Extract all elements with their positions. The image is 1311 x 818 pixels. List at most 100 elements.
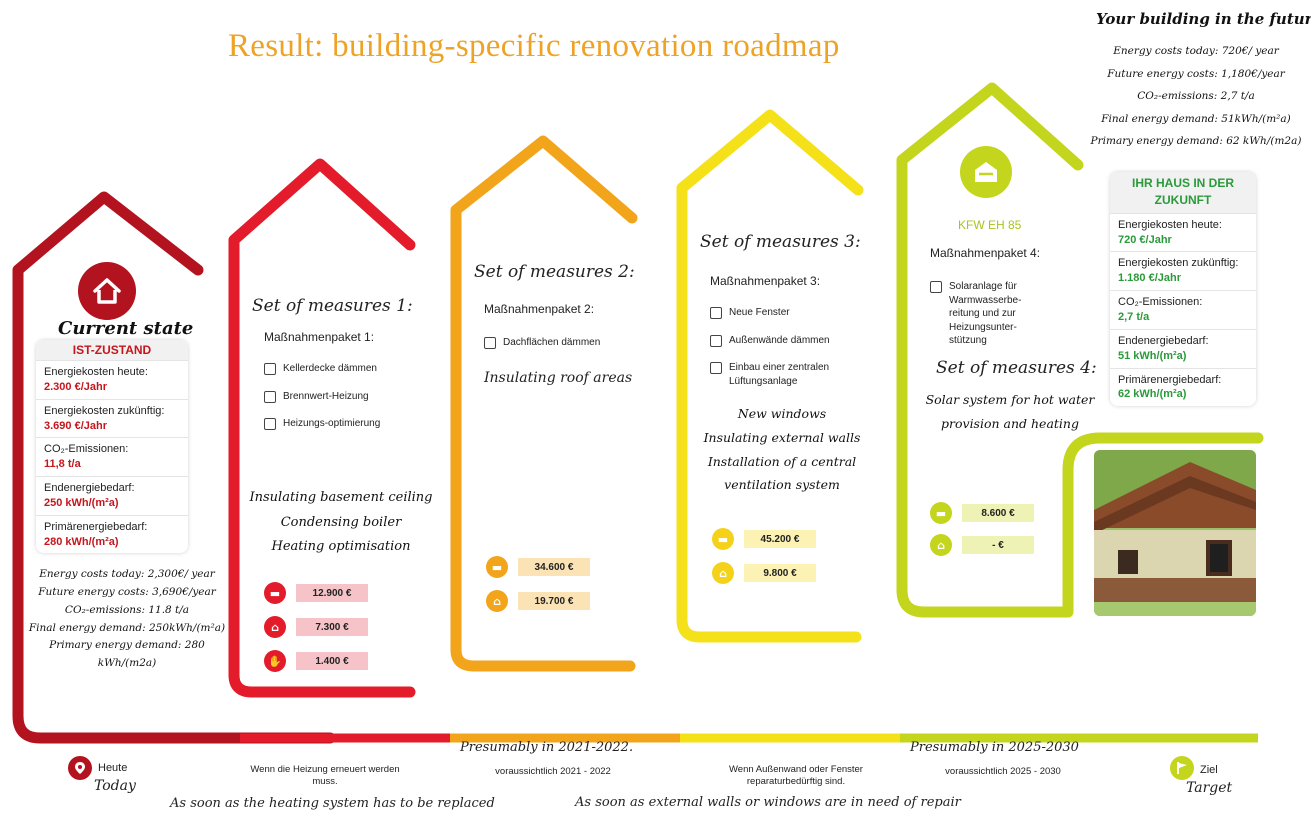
- card-row: CO₂-Emissionen:11,8 t/a: [36, 437, 188, 476]
- set1-heading: Set of measures 1:: [252, 296, 413, 316]
- step4-label: voraussichtlich 2025 - 2030: [945, 766, 1061, 777]
- row-label: Primärenergiebedarf:: [44, 520, 148, 533]
- checkbox[interactable]: [710, 307, 722, 319]
- checkbox[interactable]: [264, 418, 276, 430]
- house-subsidy-icon: ⌂: [930, 534, 952, 556]
- checkbox[interactable]: [484, 337, 496, 349]
- card-row: Primärenergiebedarf:62 kWh/(m²a): [1110, 367, 1256, 407]
- note-line: Final energy demand: 51kWh/(m²a): [1101, 112, 1291, 125]
- checklist-item[interactable]: Dachflächen dämmen: [484, 336, 624, 350]
- note-line: provision and heating: [941, 415, 1079, 431]
- checklist-item[interactable]: Kellerdecke dämmen: [264, 362, 384, 376]
- house-subsidy-icon: ⌂: [712, 562, 734, 584]
- cost-row: ✋1.400 €: [264, 650, 368, 672]
- card-title: IST-ZUSTAND: [36, 340, 188, 360]
- checklist-item[interactable]: Solaranlage für Warmwasserbe-reitung und…: [930, 280, 1062, 348]
- checkbox[interactable]: [264, 363, 276, 375]
- note-line: Future energy costs: 3,690€/year: [38, 585, 216, 598]
- checklist-item[interactable]: Heizungs-optimierung: [264, 417, 384, 431]
- set2-heading: Set of measures 2:: [474, 262, 635, 282]
- card-row: Endenergiebedarf: 51 kWh/(m²a): [1110, 328, 1256, 368]
- house-outline-set1: [228, 158, 416, 698]
- current-state-notes: Energy costs today: 2,300€/ year Future …: [22, 566, 232, 673]
- item-label: Neue Fenster: [729, 307, 790, 318]
- checklist-item[interactable]: Neue Fenster: [710, 306, 850, 320]
- step1-en: As soon as the heating system has to be …: [170, 796, 495, 811]
- timeline-start-en: Today: [94, 778, 136, 794]
- item-label: Heizungs-optimierung: [283, 418, 381, 429]
- row-label: Primärenergiebedarf:: [1118, 373, 1222, 386]
- home-icon: [78, 262, 136, 320]
- cost-value: 7.300 €: [296, 618, 368, 636]
- checklist-item[interactable]: Einbau einer zentralen Lüftungsanlage: [710, 361, 850, 388]
- card-row: Endenergiebedarf:250 kWh/(m²a): [36, 476, 188, 515]
- note-line: Heating optimisation: [271, 539, 411, 555]
- set4-heading: Set of measures 4:: [936, 358, 1097, 378]
- set4-package: Maßnahmenpaket 4:: [930, 246, 1041, 260]
- note-line: kWh/(m2a): [97, 657, 157, 670]
- checkbox[interactable]: [930, 281, 942, 293]
- set3-checklist: Neue Fenster Außenwände dämmen Einbau ei…: [710, 306, 850, 388]
- house-outline-set4: [896, 82, 1264, 618]
- set1-checklist: Kellerdecke dämmen Brennwert-Heizung Hei…: [264, 362, 384, 431]
- note-line: CO₂-emissions: 2,7 t/a: [1137, 90, 1255, 103]
- cost-value: 19.700 €: [518, 592, 590, 610]
- cost-row: ▬34.600 €: [486, 556, 590, 578]
- row-label: Energiekosten heute:: [44, 366, 148, 378]
- row-label: Endenergiebedarf:: [1118, 334, 1209, 347]
- note-line: Energy costs today: 720€/ year: [1113, 45, 1279, 57]
- cost-row: ⌂- €: [930, 534, 1034, 556]
- note-line: ventilation system: [724, 477, 840, 493]
- house-subsidy-icon: ⌂: [486, 590, 508, 612]
- cost-row: ▬12.900 €: [264, 582, 368, 604]
- checkbox[interactable]: [264, 390, 276, 403]
- money-icon: ▬: [486, 556, 508, 578]
- timeline-end-en: Target: [1186, 780, 1233, 796]
- step3-label: Wenn Außenwand oder Fenster reparaturbed…: [729, 764, 863, 788]
- checklist-item[interactable]: Außenwände dämmen: [710, 334, 850, 348]
- item-label: Einbau einer zentralen Lüftungsanlage: [729, 362, 830, 387]
- item-label: Außenwände dämmen: [729, 334, 830, 346]
- future-card: IHR HAUS IN DER ZUKUNFT Energiekosten he…: [1110, 172, 1256, 407]
- set4-notes: Solar system for hot water provision and…: [910, 388, 1110, 436]
- kfw-badge: KFW EH 85: [958, 218, 1022, 232]
- checklist-item[interactable]: Brennwert-Heizung: [264, 390, 384, 404]
- note-line: Primary energy demand: 280: [49, 639, 205, 652]
- house-outline-set2: [450, 135, 638, 672]
- set3-heading: Set of measures 3:: [700, 232, 861, 252]
- row-label: CO₂-Emissionen:: [44, 443, 129, 456]
- item-label: Solaranlage für Warmwasserbe-reitung und…: [949, 281, 1022, 346]
- set3-notes: New windows Insulating external walls In…: [684, 402, 880, 497]
- cost-row: ⌂ 9.800 €: [712, 562, 816, 584]
- checkbox[interactable]: [710, 334, 722, 347]
- timeline-end-label: Ziel: [1200, 764, 1218, 776]
- cost-row: ▬45.200 €: [712, 528, 816, 550]
- checkbox[interactable]: [710, 362, 722, 374]
- current-state-heading: Current state: [58, 318, 194, 339]
- cost-value: 1.400 €: [296, 652, 368, 670]
- set2-costs: ▬34.600 € ⌂ 19.700 €: [486, 556, 590, 612]
- note-line: Insulating basement ceiling: [249, 490, 433, 505]
- card-row: Energiekosten heute:720 €/Jahr: [1110, 212, 1256, 252]
- cost-value: 9.800 €: [744, 564, 816, 582]
- row-label: Endenergiebedarf:: [44, 482, 135, 495]
- card-row: CO₂-Emissionen:2,7 t/a: [1110, 290, 1256, 329]
- timeline-start-label: Heute: [98, 762, 128, 774]
- house-photo: [1094, 450, 1256, 616]
- set1-package: Maßnahmenpaket 1:: [264, 330, 375, 344]
- set2-package: Maßnahmenpaket 2:: [484, 302, 595, 316]
- step2-en: Presumably in 2021-2022.: [460, 740, 634, 755]
- set4-costs: ▬8.600 € ⌂- €: [930, 502, 1034, 556]
- page-title: Result: building-specific renovation roa…: [228, 28, 840, 64]
- item-label: Brennwert-Heizung: [283, 390, 369, 402]
- card-row: Primärenergiebedarf:280 kWh/(m²a): [36, 514, 188, 554]
- row-label: Energiekosten zukünftig:: [1118, 257, 1239, 270]
- row-value: 51 kWh/(m²a): [1118, 349, 1187, 362]
- row-value: 3.690 €/Jahr: [44, 419, 107, 432]
- step1-label: Wenn die Heizung erneuert werden muss.: [250, 764, 400, 788]
- cost-row: ▬8.600 €: [930, 502, 1034, 524]
- item-label: Dachflächen dämmen: [503, 337, 601, 348]
- cost-value: 8.600 €: [962, 504, 1034, 522]
- set2-checklist: Dachflächen dämmen: [484, 336, 624, 350]
- note-line: Solar system for hot water: [925, 392, 1095, 407]
